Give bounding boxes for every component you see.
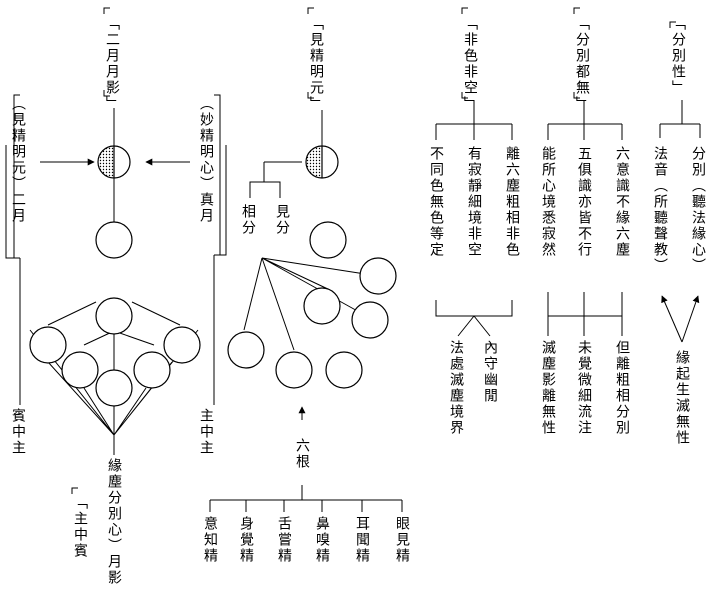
- g3-top-2: 離六塵粗相非色: [504, 146, 520, 258]
- circle-mid-left: [95, 221, 133, 259]
- circle-fan-6: [325, 351, 363, 389]
- g3-top-1: 有寂靜細境非空: [466, 146, 482, 258]
- g4-top-0: 能所心境悉寂然: [540, 146, 556, 258]
- circle-mid-right: [309, 221, 347, 259]
- title-fen-bie-du: 「分別都無」: [574, 16, 590, 112]
- g4-top-1: 五俱識亦皆不行: [576, 146, 592, 258]
- g4-top-2: 六意識不緣六塵: [614, 146, 630, 258]
- sense-she: 舌嘗精: [276, 516, 292, 564]
- g3-bottom-1: 內守幽閒: [482, 340, 498, 404]
- g3-bottom-0: 法處滅塵境界: [448, 340, 464, 436]
- g3-top-0: 不同色無色等定: [428, 146, 444, 258]
- sense-er: 耳聞精: [354, 516, 370, 564]
- circle-tree-l1: [29, 326, 67, 364]
- circle-tree-r1: [163, 326, 201, 364]
- label-miao-jing-zhen-yue: （妙精明心）真月: [198, 96, 214, 224]
- circle-tree-r2: [133, 351, 171, 389]
- title-fei-se: 「非色非空」: [462, 16, 478, 112]
- shaded-circle-right: [305, 145, 339, 179]
- label-xiang-fen: 相分: [240, 204, 256, 236]
- circle-fan-2: [303, 287, 341, 325]
- g4-bottom-0: 滅塵影離無性: [540, 340, 556, 436]
- circle-fan-3: [351, 301, 389, 339]
- circle-fan-1: [359, 257, 397, 295]
- circle-tree-mid: [95, 369, 133, 407]
- g4-bottom-2: 但離粗相分別: [614, 340, 630, 436]
- title-er-yue: 「二月月影」: [104, 16, 120, 112]
- title-fen-bie-xing: 「分別性」: [670, 16, 686, 96]
- shaded-circle-left: [97, 145, 131, 179]
- sense-yan: 眼見精: [394, 516, 410, 564]
- sense-shen: 身覺精: [238, 516, 254, 564]
- label-jian-jing-er-yue: （見精明元）二月: [10, 96, 26, 224]
- g5-bottom: 緣起生滅無性: [674, 350, 690, 446]
- g5-top-1: 分別（聽法緣心）: [690, 146, 706, 274]
- sense-yi: 意知精: [202, 516, 218, 564]
- label-liu-gen: 六根: [294, 438, 310, 470]
- label-yuan-chen: 緣塵分別心）月影: [106, 458, 122, 586]
- circle-fan-5: [275, 351, 313, 389]
- circle-tree-l2: [61, 351, 99, 389]
- title-jian-jing: 「見精明元」: [308, 16, 324, 112]
- sense-bi: 鼻嗅精: [314, 516, 330, 564]
- label-bin-zhong-zhu: 賓中主: [10, 408, 26, 456]
- label-jian-fen: 見分: [274, 204, 290, 236]
- label-zhu-zhong-bin: 「主中賓: [72, 495, 88, 559]
- circle-tree-top: [95, 297, 133, 335]
- circle-fan-4: [227, 331, 265, 369]
- label-zhu-zhong-zhu: 主中主: [198, 408, 214, 456]
- g4-bottom-1: 未覺微細流注: [576, 340, 592, 436]
- g5-top-0: 法音（所聽聲教）: [652, 146, 668, 274]
